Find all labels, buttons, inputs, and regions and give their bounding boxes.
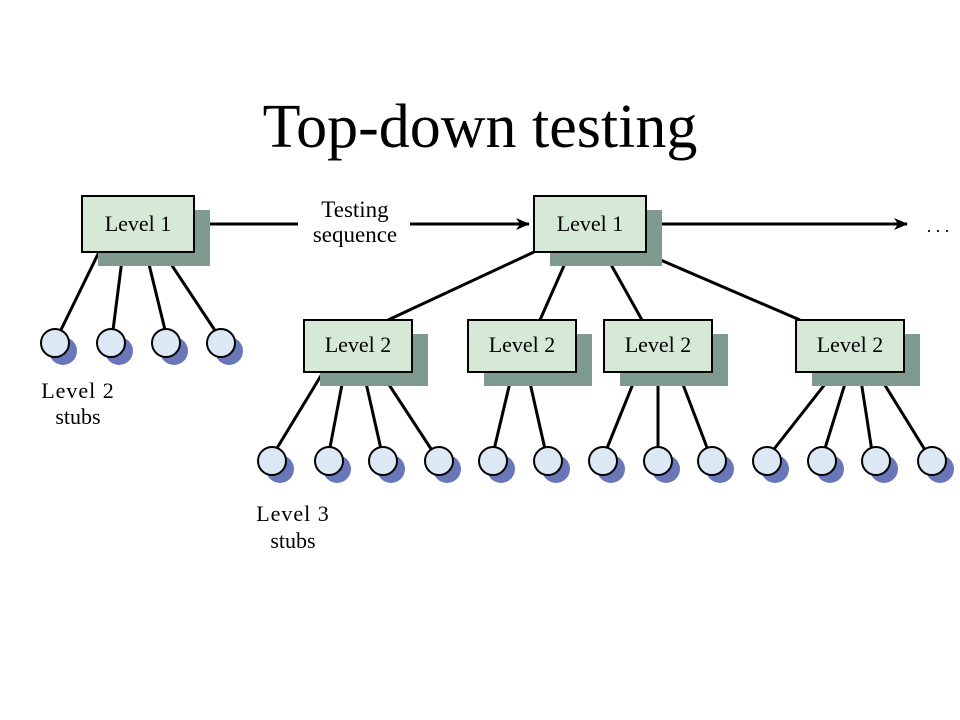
level3-stub xyxy=(533,446,570,483)
level2-box-4-label: Level 2 xyxy=(817,332,884,357)
level3-stub xyxy=(588,446,625,483)
level1-box-right-label: Level 1 xyxy=(557,211,624,236)
level2-box-1: Level 2 xyxy=(303,319,428,386)
level3-stub xyxy=(478,446,515,483)
level2-stub xyxy=(206,328,243,365)
level1-box-left-label: Level 1 xyxy=(105,211,172,236)
level3-stubs-caption-line2: stubs xyxy=(270,528,315,553)
level2-stubs-caption-line2: stubs xyxy=(55,404,100,429)
level3-stub xyxy=(424,446,461,483)
level2-box-4: Level 2 xyxy=(795,319,920,386)
level3-stub xyxy=(697,446,734,483)
level2-box-3-label: Level 2 xyxy=(625,332,692,357)
level3-stub xyxy=(752,446,789,483)
level3-stubs-caption-line1: Level 3 xyxy=(256,501,330,526)
level2-box-3: Level 2 xyxy=(603,319,728,386)
level2-box-2: Level 2 xyxy=(467,319,592,386)
level3-stub xyxy=(314,446,351,483)
level2-stub xyxy=(151,328,188,365)
level2-box-1-label: Level 2 xyxy=(325,332,392,357)
level3-stub xyxy=(643,446,680,483)
level3-stub xyxy=(807,446,844,483)
edges xyxy=(55,250,932,459)
level1-box-right: Level 1 xyxy=(533,195,662,266)
level2-stubs-caption-line1: Level 2 xyxy=(41,378,115,403)
level3-stub xyxy=(861,446,898,483)
level1-box-left: Level 1 xyxy=(81,195,210,266)
level2-stub xyxy=(40,328,77,365)
level3-stub xyxy=(257,446,294,483)
slide-title: Top-down testing xyxy=(262,93,698,161)
level3-stub xyxy=(917,446,954,483)
sequence-label-line2: sequence xyxy=(313,222,397,247)
level2-stub xyxy=(96,328,133,365)
level3-stub xyxy=(368,446,405,483)
ellipsis: . . . xyxy=(927,216,950,236)
sequence-label-line1: Testing xyxy=(321,197,389,222)
level2-box-2-label: Level 2 xyxy=(489,332,556,357)
